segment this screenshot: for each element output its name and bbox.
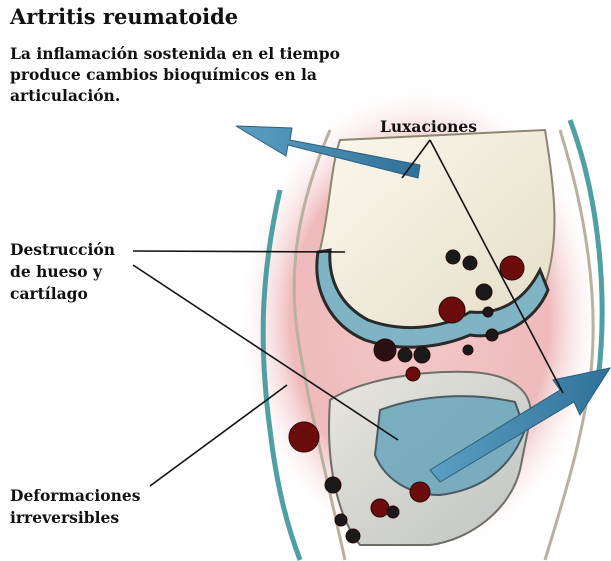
- label-luxaciones: Luxaciones: [380, 116, 477, 138]
- lesion-dot: [325, 477, 341, 493]
- lesion-dot: [414, 347, 430, 363]
- label-destruccion: Destrucción de hueso y cartílago: [10, 239, 140, 305]
- lesion-dot: [335, 514, 347, 526]
- leader-destruccion-1: [133, 251, 345, 252]
- lesion-dot: [398, 348, 412, 362]
- lesion-dot: [289, 422, 319, 452]
- lesion-dot: [374, 339, 396, 361]
- label-deformaciones: Deformaciones irreversibles: [10, 485, 160, 529]
- lesion-dot: [463, 345, 473, 355]
- lesion-dot: [446, 250, 460, 264]
- lesion-dot: [371, 499, 389, 517]
- lesion-dot: [500, 256, 524, 280]
- lesion-dot: [406, 367, 420, 381]
- lesion-dot: [410, 482, 430, 502]
- lesion-dot: [476, 284, 492, 300]
- lesion-dot: [439, 297, 465, 323]
- lesion-dot: [463, 256, 477, 270]
- lesion-dot: [483, 307, 493, 317]
- lesion-dot: [387, 506, 399, 518]
- lesion-dot: [346, 529, 360, 543]
- lesion-dot: [486, 329, 498, 341]
